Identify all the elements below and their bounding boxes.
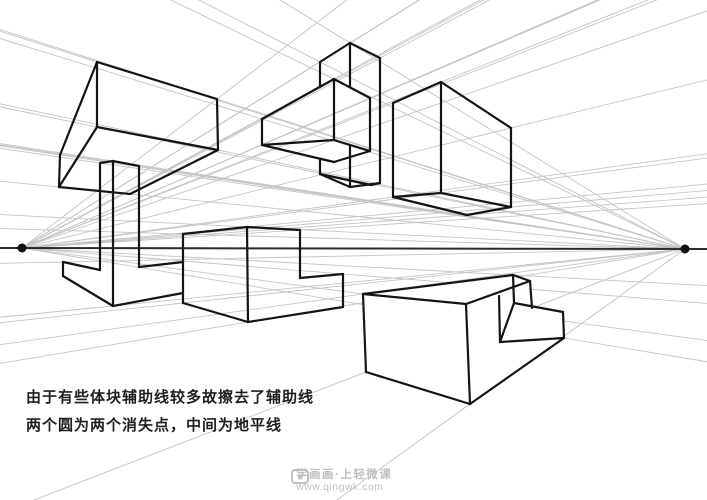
block-center-tall-box [318,41,382,189]
caption-line-1: 由于有些体块辅助线较多故擦去了辅助线 [26,389,315,406]
caption: 由于有些体块辅助线较多故擦去了辅助线 两个圆为两个消失点，中间为地平线 [26,384,314,440]
vanishing-point-right [680,244,690,254]
watermark-brand: 学画画·上轻微课 [296,469,393,481]
block-top-left-slab [57,60,220,196]
vanishing-point-left [17,243,27,253]
block-center-front-box [260,77,372,164]
block-left-l-column [61,159,185,308]
watermark-url: www.qingwk.com [296,481,384,493]
block-bottom-center-step-box [181,225,345,324]
horizon-line [0,247,707,250]
blocks [57,41,566,406]
block-bottom-right-l-block [361,273,566,406]
block-right-box [391,80,513,217]
caption-line-2: 两个圆为两个消失点，中间为地平线 [26,417,283,434]
watermark: 学画画·上轻微课 www.qingwk.com [291,469,392,493]
